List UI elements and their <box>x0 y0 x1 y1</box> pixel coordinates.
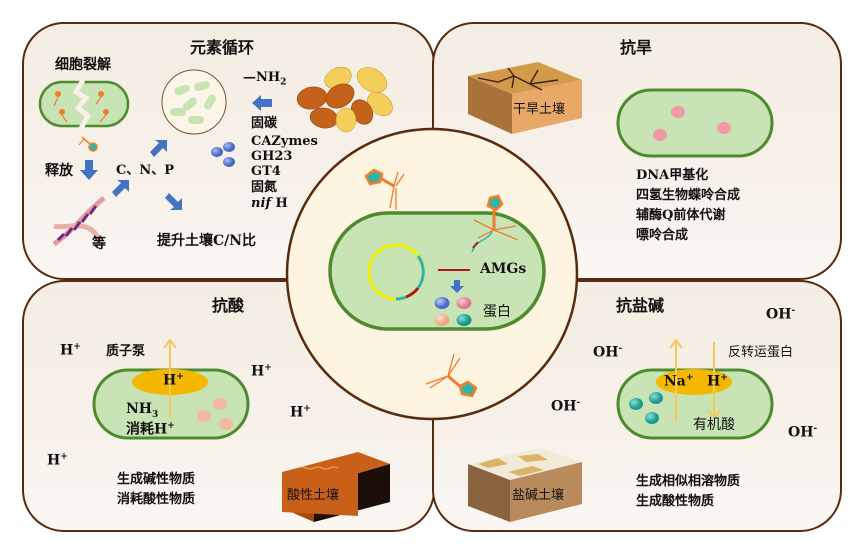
saline-alkali-title: 抗盐碱 <box>616 296 665 315</box>
protein-spheres-icon <box>434 297 472 326</box>
amine-label: —NH2 <box>243 70 287 88</box>
release-label: 释放 <box>45 163 73 179</box>
etc-label: 等 <box>92 236 106 252</box>
leaves-icon <box>296 66 393 133</box>
hydroxide-label: OH- <box>551 398 581 415</box>
proton-label: H+ <box>290 404 311 421</box>
hydroxide-label: OH- <box>788 424 818 441</box>
amg-gene-line <box>438 269 470 271</box>
acid-soil-label: 酸性土壤 <box>287 488 340 503</box>
acid-title: 抗酸 <box>212 296 245 315</box>
nutrients-label: C、N、P <box>116 163 175 178</box>
acid-mechanisms: 生成碱性物质 消耗酸性物质 <box>117 472 196 507</box>
acid-cell-icon <box>92 338 250 440</box>
saline-mechanisms: 生成相似相溶物质 生成酸性物质 <box>636 474 741 509</box>
cell-lysis-label: 细胞裂解 <box>55 57 111 73</box>
element-cycling-title: 元素循环 <box>190 38 255 57</box>
central-phage-host-circle <box>285 127 579 421</box>
released-phage-icon <box>78 136 98 152</box>
phage-icon <box>364 168 405 210</box>
antiporter-proton-label: H+ <box>707 373 728 390</box>
bacteria-community-icon <box>161 69 227 135</box>
proton-label: H+ <box>47 452 68 469</box>
dry-soil-block-icon <box>468 62 582 134</box>
dry-soil-label: 干旱土壤 <box>513 102 566 117</box>
lysed-cell-icon <box>38 78 130 132</box>
proton-pump-label: 质子泵 <box>106 344 146 359</box>
gene-list: 固碳 CAZymes GH23 GT4 固氮 nif H <box>251 116 318 211</box>
saline-cell-icon <box>616 338 774 440</box>
cn-ratio-label: 提升土壤C/N比 <box>157 233 257 249</box>
pump-proton-label: H+ <box>163 372 184 389</box>
organic-acid-label: 有机酸 <box>693 417 735 433</box>
amgs-label: AMGs <box>480 261 527 277</box>
drought-mechanisms: DNA甲基化 四氢生物蝶呤合成 辅酶Q前体代谢 嘌呤合成 <box>636 168 741 243</box>
acid-soil-front-face <box>282 470 358 516</box>
arrow-up-right-icon <box>112 180 129 197</box>
protein-label: 蛋白 <box>483 304 511 320</box>
drought-title: 抗旱 <box>620 38 653 57</box>
infecting-phage-icon <box>471 194 519 253</box>
consume-h-label: 消耗H+ <box>126 421 175 438</box>
hydroxide-label: OH- <box>766 306 796 323</box>
saline-soil-block-icon <box>468 448 582 522</box>
saline-soil-label: 盐碱土壤 <box>512 488 565 503</box>
arrow-up-right-icon <box>150 140 167 157</box>
drought-cell-icon <box>616 88 774 158</box>
phage-icon <box>425 353 478 398</box>
sodium-label: Na+ <box>664 373 694 390</box>
arrow-down-right-icon <box>165 193 182 210</box>
arrow-left-icon <box>252 95 272 111</box>
arrow-down-icon <box>80 160 98 180</box>
hydroxide-label: OH- <box>593 344 623 361</box>
dna-icon <box>52 196 106 247</box>
proton-label: H+ <box>251 363 272 380</box>
arrow-down-icon <box>450 280 464 293</box>
proton-label: H+ <box>60 342 81 359</box>
enzyme-spheres-icon <box>211 142 235 167</box>
nh3-label: NH3 <box>126 401 159 420</box>
antiporter-label: 反转运蛋白 <box>728 345 794 360</box>
